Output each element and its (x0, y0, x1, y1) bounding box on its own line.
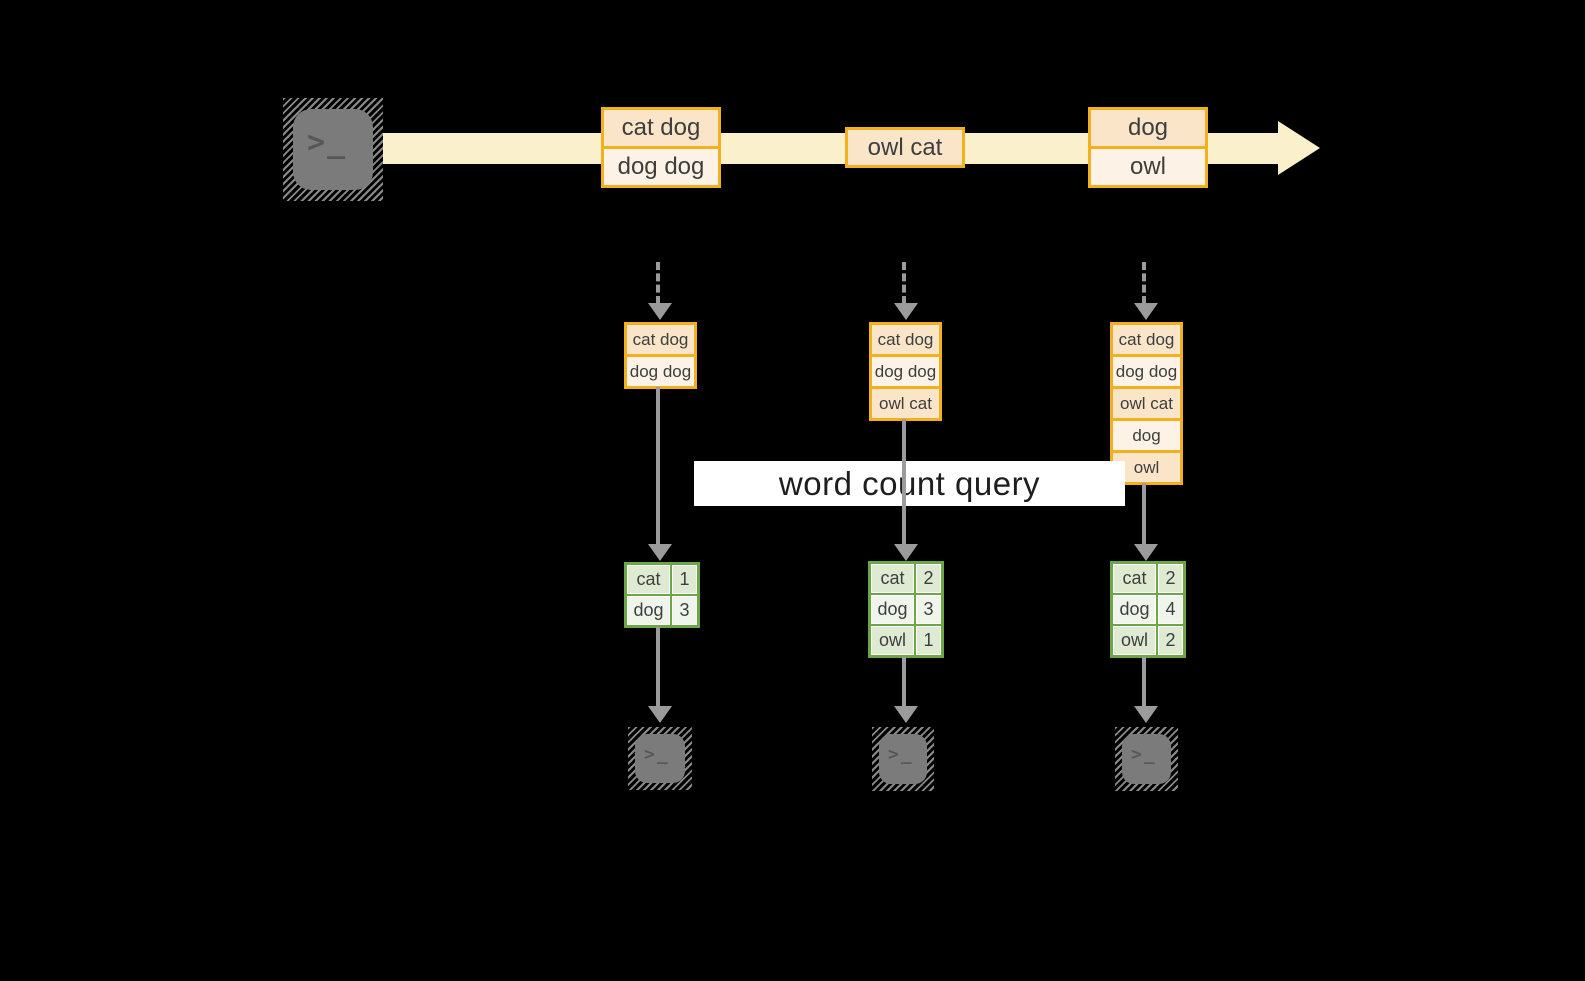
buffer-row: dog dog (1113, 354, 1180, 386)
output-arrow-line (902, 657, 906, 707)
output-arrowhead-icon (894, 706, 918, 723)
output-arrowhead-icon (1134, 706, 1158, 723)
buffer-row: cat dog (627, 325, 694, 354)
event-row: owl (1091, 146, 1205, 185)
sink-terminal-icon: >_ (1115, 727, 1178, 791)
snapshot-arrow-line (1142, 262, 1146, 304)
count-table-1: cat 1 dog 3 (624, 562, 700, 628)
event-row: dog (1091, 110, 1205, 146)
stream-event-3: dog owl (1088, 107, 1208, 188)
query-arrowhead-icon (1134, 544, 1158, 561)
query-arrowhead-icon (648, 544, 672, 561)
count-cell: 3 (672, 596, 697, 625)
event-row: cat dog (604, 110, 718, 146)
stream-buffer-3: cat dog dog dog owl cat dog owl (1110, 322, 1183, 485)
count-table-3: cat 2 dog 4 owl 2 (1110, 561, 1186, 658)
word-cell: dog (1113, 595, 1156, 624)
prompt-glyph: >_ (307, 125, 348, 160)
snapshot-arrowhead-icon (648, 303, 672, 320)
word-cell: dog (627, 596, 670, 625)
stream-timeline-arrowhead-icon (1278, 121, 1320, 175)
prompt-glyph: >_ (644, 744, 670, 765)
prompt-glyph: >_ (888, 744, 914, 765)
buffer-row: dog dog (627, 354, 694, 386)
query-label: word count query (694, 461, 1125, 506)
buffer-row: owl cat (1113, 386, 1180, 418)
count-cell: 2 (1158, 626, 1183, 655)
buffer-row: dog (1113, 418, 1180, 450)
word-cell: owl (871, 626, 914, 655)
stream-buffer-1: cat dog dog dog (624, 322, 697, 389)
word-cell: cat (627, 565, 670, 594)
query-arrow-line (1142, 483, 1146, 545)
buffer-row: cat dog (1113, 325, 1180, 354)
query-arrow-line (902, 419, 906, 545)
event-row: dog dog (604, 146, 718, 185)
word-cell: cat (871, 564, 914, 593)
output-arrow-line (656, 627, 660, 707)
buffer-row: dog dog (872, 354, 939, 386)
stream-event-1: cat dog dog dog (601, 107, 721, 188)
terminal-screen: >_ (293, 109, 373, 190)
count-cell: 2 (1158, 564, 1183, 593)
source-terminal-icon: >_ (283, 98, 383, 201)
query-arrowhead-icon (894, 544, 918, 561)
word-cell: dog (871, 595, 914, 624)
snapshot-arrowhead-icon (894, 303, 918, 320)
stream-buffer-2: cat dog dog dog owl cat (869, 322, 942, 421)
output-arrowhead-icon (648, 706, 672, 723)
count-table-2: cat 2 dog 3 owl 1 (868, 561, 944, 658)
word-cell: owl (1113, 626, 1156, 655)
count-cell: 3 (916, 595, 941, 624)
snapshot-arrowhead-icon (1134, 303, 1158, 320)
count-cell: 4 (1158, 595, 1183, 624)
stream-event-2: owl cat (845, 127, 965, 168)
count-cell: 1 (672, 565, 697, 594)
event-row: owl cat (848, 130, 962, 165)
query-arrow-line (656, 387, 660, 545)
output-arrow-line (1142, 657, 1146, 707)
buffer-row: cat dog (872, 325, 939, 354)
count-cell: 1 (916, 626, 941, 655)
word-cell: cat (1113, 564, 1156, 593)
prompt-glyph: >_ (1131, 744, 1157, 765)
snapshot-arrow-line (902, 262, 906, 304)
sink-terminal-icon: >_ (628, 727, 692, 790)
terminal-screen: >_ (1122, 734, 1171, 784)
snapshot-arrow-line (656, 262, 660, 304)
sink-terminal-icon: >_ (872, 727, 934, 791)
count-cell: 2 (916, 564, 941, 593)
buffer-row: owl cat (872, 386, 939, 418)
terminal-screen: >_ (635, 734, 685, 783)
terminal-screen: >_ (879, 734, 927, 784)
